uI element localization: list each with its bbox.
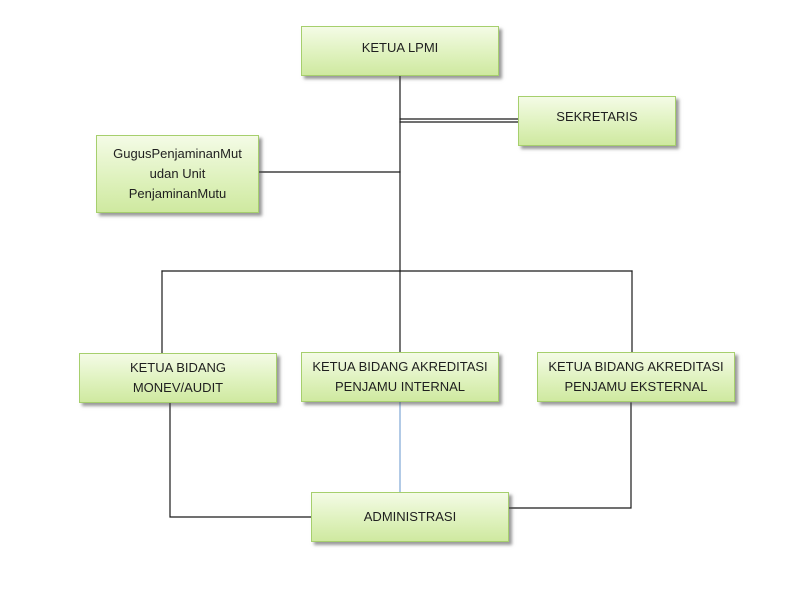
- ketua-bidang-monev-box: KETUA BIDANG MONEV/AUDIT: [79, 353, 277, 403]
- ketua-lpmi-box: KETUA LPMI: [301, 26, 499, 76]
- monev-admin-link: [169, 402, 312, 518]
- eksternal-admin-link: [508, 402, 632, 509]
- gugus-penjaminan-mutu-box: GugusPenjaminanMut udan Unit PenjaminanM…: [96, 135, 259, 213]
- gugus-penjaminan-mutu-label: GugusPenjaminanMut udan Unit PenjaminanM…: [113, 146, 242, 201]
- ketua-lpmi-label: KETUA LPMI: [361, 40, 439, 55]
- administrasi-box: ADMINISTRASI: [311, 492, 509, 542]
- ketua-bidang-monev-label: KETUA BIDANG MONEV/AUDIT: [129, 360, 227, 395]
- sekretaris-box: SEKRETARIS: [518, 96, 676, 146]
- ketua-bidang-akreditasi-internal-label: KETUA BIDANG AKREDITASI PENJAMU INTERNAL: [312, 359, 488, 394]
- ketua-bidang-akreditasi-eksternal-label: KETUA BIDANG AKREDITASI PENJAMU EKSTERNA…: [548, 359, 724, 394]
- ketua-bidang-akreditasi-eksternal-box: KETUA BIDANG AKREDITASI PENJAMU EKSTERNA…: [537, 352, 735, 402]
- sekretaris-label: SEKRETARIS: [556, 109, 638, 124]
- administrasi-label: ADMINISTRASI: [363, 509, 457, 524]
- ketua-bidang-akreditasi-internal-box: KETUA BIDANG AKREDITASI PENJAMU INTERNAL: [301, 352, 499, 402]
